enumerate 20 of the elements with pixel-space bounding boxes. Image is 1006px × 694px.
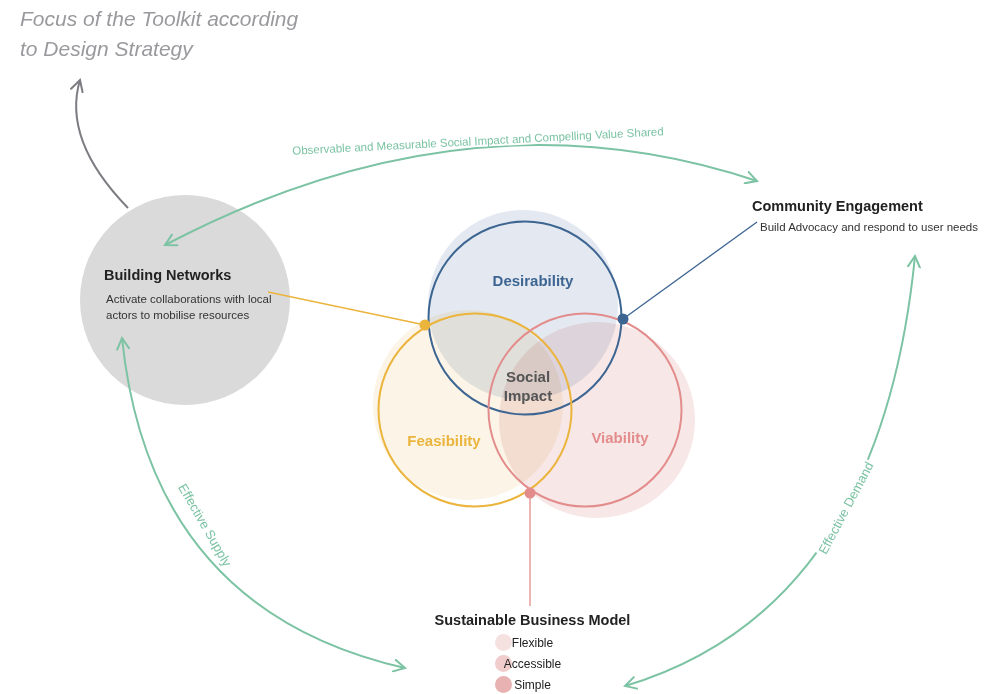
leader-line xyxy=(524,487,536,607)
circle-label: Feasibility xyxy=(407,431,481,449)
node-description: Activate collaborations with local actors to mobilise resources xyxy=(105,292,273,323)
leader-line xyxy=(267,291,431,331)
heading-text: Focus of the Toolkit according to Design Strategy xyxy=(20,6,300,62)
leader-line xyxy=(617,221,758,325)
arrow xyxy=(70,79,129,209)
node-description: Build Advocacy and respond to user needs xyxy=(759,220,979,235)
arrow xyxy=(164,144,758,247)
node-heading: Sustainable Business Model xyxy=(433,612,632,628)
list-item: Accessible xyxy=(503,656,562,671)
circle-label: Viability xyxy=(591,428,649,446)
node-heading: Community Engagement xyxy=(752,198,924,214)
center-label: Social Impact xyxy=(502,367,554,405)
list-item: Flexible xyxy=(511,635,554,650)
arrow xyxy=(116,337,406,672)
node-heading: Building Networks xyxy=(104,267,233,283)
edge-label: Observable and Measurable Social Impact and Compelling Value Shared xyxy=(290,125,666,157)
circle-label: Desirability xyxy=(492,271,574,289)
list-item: Simple xyxy=(514,677,551,692)
